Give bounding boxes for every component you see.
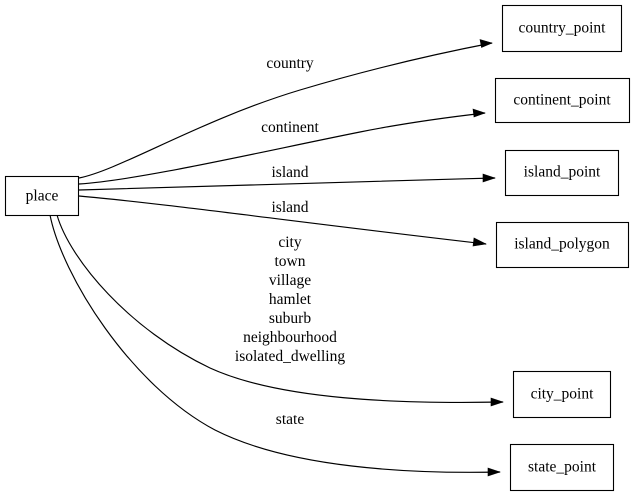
node-state-point[interactable]: state_point (509, 443, 615, 492)
edge-label-continent: continent (261, 119, 319, 136)
node-place-box[interactable] (4, 175, 80, 217)
edge-place-to-island-point (78, 173, 496, 191)
node-continent-point-label: continent_point (513, 92, 611, 109)
edge-path-country (78, 42, 493, 179)
arrowhead-city-point (490, 397, 504, 407)
edge-path-island-polygon (78, 195, 487, 245)
arrowhead-continent (472, 108, 486, 118)
edge-label-city-line-1: town (275, 253, 306, 270)
edge-path-state-point (49, 214, 501, 473)
edge-label-city-line-5: neighbourhood (243, 329, 337, 346)
edge-label-city-line-4: suburb (269, 310, 311, 327)
arrowhead-island-point (482, 173, 496, 183)
edge-label-city-line-0: city (278, 234, 301, 251)
edge-place-to-island-polygon (78, 195, 487, 247)
node-city-point-label: city_point (531, 386, 595, 403)
node-country-point-label: country_point (519, 20, 607, 37)
node-island-point[interactable]: island_point (504, 149, 620, 197)
node-island-polygon[interactable]: island_polygon (495, 221, 630, 269)
node-country-point[interactable]: country_point (501, 4, 623, 53)
node-country-point-box[interactable] (501, 4, 623, 53)
node-place-label: place (26, 188, 59, 205)
edge-label-city-line-6: isolated_dwelling (235, 348, 345, 365)
edge-label-island-polygon: island (271, 199, 308, 216)
edge-label-city-line-3: hamlet (269, 291, 312, 308)
node-island-polygon-box[interactable] (495, 221, 630, 269)
edge-place-to-city-point (56, 214, 504, 407)
edge-place-to-continent-point (78, 108, 486, 185)
edge-label-country: country (266, 55, 314, 72)
arrowhead-country (479, 39, 493, 48)
node-state-point-box[interactable] (509, 443, 615, 492)
edge-path-island-point (78, 177, 496, 191)
edge-label-island-point: island (271, 164, 308, 181)
node-island-polygon-label: island_polygon (514, 236, 610, 253)
edge-label-city-point: city town village hamlet suburb neighbou… (235, 234, 345, 365)
edge-label-state-point: state (276, 411, 305, 428)
edge-place-to-state-point (49, 214, 501, 477)
edge-path-continent (78, 112, 486, 185)
edge-label-city-line-2: village (269, 272, 311, 289)
node-continent-point-box[interactable] (494, 77, 631, 124)
node-place[interactable]: place (4, 175, 80, 217)
edge-place-to-country-point (78, 39, 493, 179)
node-city-point-box[interactable] (512, 370, 612, 419)
arrowhead-island-polygon (472, 237, 487, 247)
arrowhead-state-point (487, 467, 501, 477)
node-state-point-label: state_point (528, 459, 597, 476)
edge-path-city-point (56, 214, 504, 403)
node-city-point[interactable]: city_point (512, 370, 612, 419)
node-island-point-label: island_point (524, 164, 601, 181)
node-island-point-box[interactable] (504, 149, 620, 197)
node-continent-point[interactable]: continent_point (494, 77, 631, 124)
